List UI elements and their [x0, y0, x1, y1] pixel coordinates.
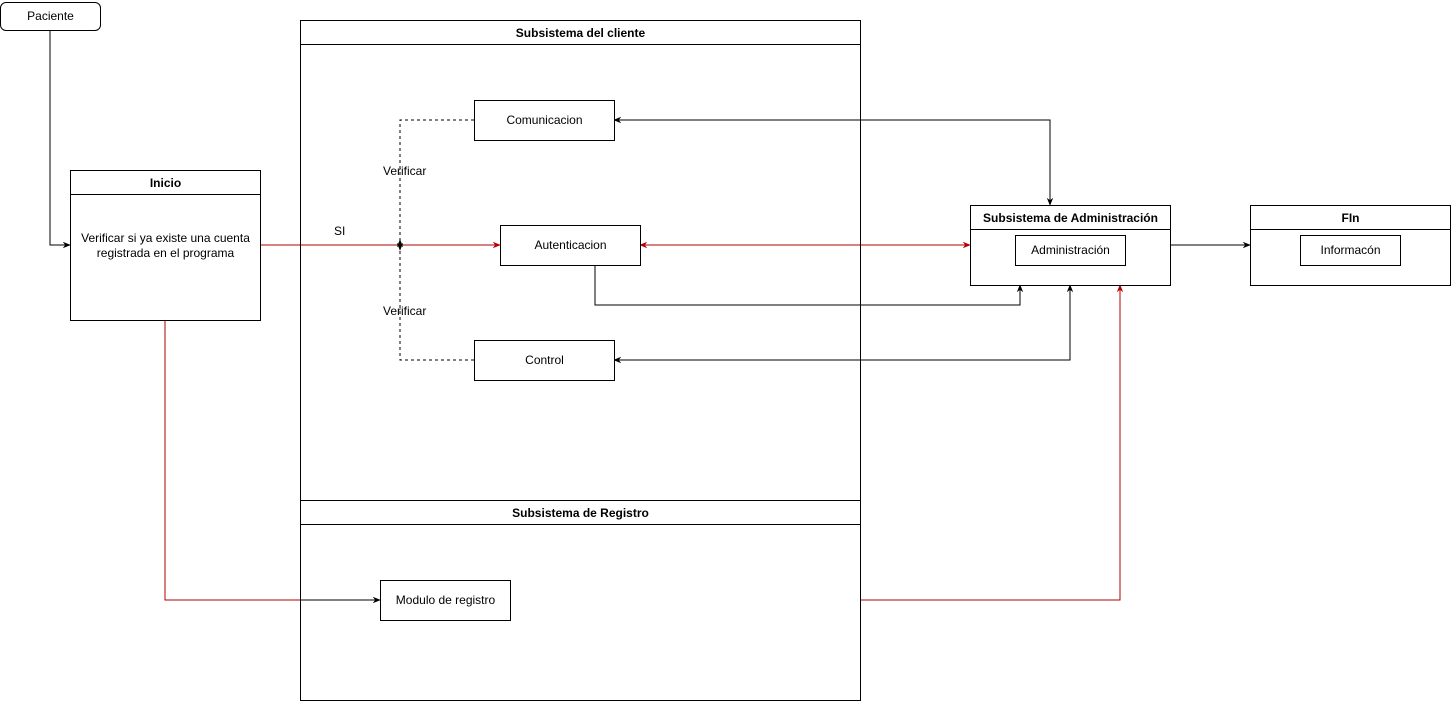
node-control[interactable]: Control [474, 340, 615, 381]
edge-paciente-inicio [49, 30, 71, 249]
edge-registro-administracion [860, 284, 1124, 601]
swimlane-registro[interactable]: Subsistema de Registro [300, 500, 861, 701]
node-informacion[interactable]: Informacón [1300, 235, 1401, 266]
node-modulo-registro[interactable]: Modulo de registro [380, 580, 511, 621]
node-autenticacion-label: Autenticacion [534, 238, 607, 252]
node-paciente-label: Paciente [27, 9, 74, 23]
node-fin-title: FIn [1251, 206, 1450, 230]
edge-label-verificar-bottom: Verificar [383, 304, 427, 318]
node-comunicacion-label: Comunicacion [506, 113, 583, 127]
node-control-label: Control [525, 353, 564, 367]
edge-inicio-registro-red [164, 320, 300, 601]
edge-verificar-comunicacion [396, 119, 474, 251]
node-administracion[interactable]: Administración [1015, 235, 1126, 266]
swimlane-cliente-title: Subsistema del cliente [301, 21, 860, 45]
node-administracion-label: Administración [1031, 243, 1110, 257]
node-inicio-body: Verificar si ya existe una cuenta regist… [81, 231, 250, 260]
node-informacion-label: Informacón [1320, 243, 1381, 257]
node-modulo-registro-label: Modulo de registro [395, 593, 496, 607]
node-autenticacion[interactable]: Autenticacion [500, 225, 641, 266]
edge-verificar-control [396, 239, 474, 361]
swimlane-cliente[interactable]: Subsistema del cliente [300, 20, 861, 501]
node-subsistema-administracion-title: Subsistema de Administración [971, 206, 1170, 230]
edge-comunicacion-administracion [613, 116, 1054, 206]
node-fin[interactable]: FIn Informacón [1250, 205, 1451, 286]
edge-label-verificar-top: Verificar [383, 164, 427, 178]
node-comunicacion[interactable]: Comunicacion [474, 100, 615, 141]
edge-control-administracion [613, 284, 1074, 364]
swimlane-registro-title: Subsistema de Registro [301, 501, 860, 525]
node-inicio-title: Inicio [71, 171, 260, 195]
edge-label-si: SI [334, 224, 346, 238]
node-inicio[interactable]: Inicio Verificar si ya existe una cuenta… [70, 170, 261, 321]
node-subsistema-administracion[interactable]: Subsistema de Administración Administrac… [970, 205, 1171, 286]
node-paciente[interactable]: Paciente [0, 2, 101, 31]
